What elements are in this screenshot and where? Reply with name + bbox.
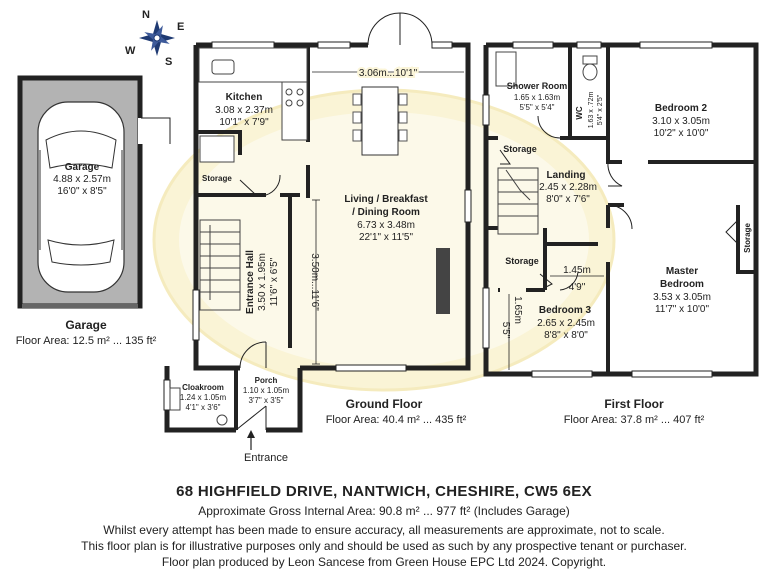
window-markers [163,41,472,411]
bedroom3-dims-ft: 8'8" x 8'0" [544,330,588,341]
car-icon [37,101,125,293]
compass-rose-icon: N E S W [125,9,184,68]
gf-floor-area: Floor Area: 40.4 m² ... 435 ft² [326,414,467,426]
fireplace-icon [436,248,450,314]
ff-dim-v-ft: 5'5" [500,322,511,339]
bedroom3-dims-m: 2.65 x 2.45m [537,318,595,329]
garage-dims-ft: 16'0" x 8'5" [57,186,107,197]
master-name-1: Master [666,266,698,277]
first-floor-plan: Shower Room 1.65 x 1.63m 5'5" x 5'4" WC … [482,41,759,426]
wc-name: WC [575,106,584,120]
landing-dims-m: 2.45 x 2.28m [539,182,597,193]
shower-tray-icon [495,51,517,87]
compass-w: W [125,45,136,57]
bedroom2-name: Bedroom 2 [655,103,708,114]
ff-dim-v-m: 1.65m [512,296,523,324]
hall-name: Entrance Hall [245,250,256,314]
compass-e: E [177,21,184,33]
toilet-icon [582,55,598,81]
gross-internal-area: Approximate Gross Internal Area: 90.8 m²… [198,504,570,518]
living-dims-m: 6.73 x 3.48m [357,220,415,231]
garage-floor-area: Floor Area: 12.5 m² ... 135 ft² [16,335,157,347]
porch-dims-ft: 3'7" x 3'5" [249,396,284,405]
ground-floor-plan: Kitchen 3.08 x 2.37m 10'1" x 7'9" 3.06m.… [163,12,472,464]
shower-dims-ft: 5'5" x 5'4" [520,103,555,112]
bedroom2-dims-m: 3.10 x 3.05m [652,116,710,127]
master-dims-m: 3.53 x 3.05m [653,292,711,303]
gf-vert-dim: 3.50m...11'6" [309,253,320,311]
garage-dims-m: 4.88 x 2.57m [53,174,111,185]
shower-dims-m: 1.65 x 1.63m [514,93,561,102]
kitchen-dims-m: 3.08 x 2.37m [215,105,273,116]
ff-storage-top: Storage [503,144,537,154]
ff-dim-h-m: 1.45m [563,265,591,276]
stairs-icon [199,219,241,311]
disclaimer-line-3: Floor plan produced by Leon Sancese from… [161,555,607,569]
ff-caption: First Floor [604,397,664,411]
hall-dims-ft: 11'6" x 6'5" [269,257,280,306]
property-address-title: 68 HIGHFIELD DRIVE, NANTWICH, CHESHIRE, … [176,483,592,500]
ff-windows [482,41,713,378]
porch-name: Porch [255,376,278,385]
disclaimer-line-1: Whilst every attempt has been made to en… [103,523,665,537]
ff-dim-h-ft: 4'9" [569,282,586,293]
hob-icon [285,88,304,107]
master-name-2: Bedroom [660,279,704,290]
cloakroom-name: Cloakroom [182,383,224,392]
garage-name: Garage [65,162,100,173]
kitchen-dims-ft: 10'1" x 7'9" [219,117,269,128]
master-dims-ft: 11'7" x 10'0" [655,304,710,315]
entrance-arrow-icon [247,430,255,450]
porch-dims-m: 1.10 x 1.05m [243,386,290,395]
gf-storage: Storage [202,174,232,183]
cloakroom-dims-m: 1.24 x 1.05m [180,393,227,402]
ff-stairs-icon [497,167,539,235]
compass-s: S [165,56,172,68]
ff-floor-area: Floor Area: 37.8 m² ... 407 ft² [564,414,705,426]
gf-top-dim: 3.06m...10'1" [359,68,418,79]
cloakroom-dims-ft: 4'1" x 3'6" [186,403,221,412]
disclaimer-line-2: This floor plan is for illustrative purp… [81,539,687,553]
ff-storage-right: Storage [743,223,752,253]
living-name-2: / Dining Room [352,207,420,218]
entrance-label: Entrance [244,452,288,464]
shower-name: Shower Room [507,81,568,91]
bedroom2-dims-ft: 10'2" x 10'0" [654,128,709,139]
garage-plan: Garage 4.88 x 2.57m 16'0" x 8'5" Garage … [16,75,171,347]
living-name-1: Living / Breakfast [344,194,428,205]
compass-n: N [142,9,150,21]
hall-dims-m: 3.50 x 1.95m [257,253,268,311]
ff-storage-mid: Storage [505,256,539,266]
landing-dims-ft: 8'0" x 7'6" [546,194,590,205]
dining-table-icon [352,86,408,156]
garage-caption: Garage [65,318,107,332]
wc-dims-ft: 5'4" x 2'5" [597,94,604,125]
kitchen-units [198,47,308,163]
gf-caption: Ground Floor [346,397,423,411]
living-dims-ft: 22'1" x 11'5" [359,232,414,243]
wc-dims-m: 1.63 x .72m [588,92,595,129]
landing-name: Landing [547,170,586,181]
kitchen-name: Kitchen [226,92,263,103]
bedroom3-name: Bedroom 3 [539,305,592,316]
